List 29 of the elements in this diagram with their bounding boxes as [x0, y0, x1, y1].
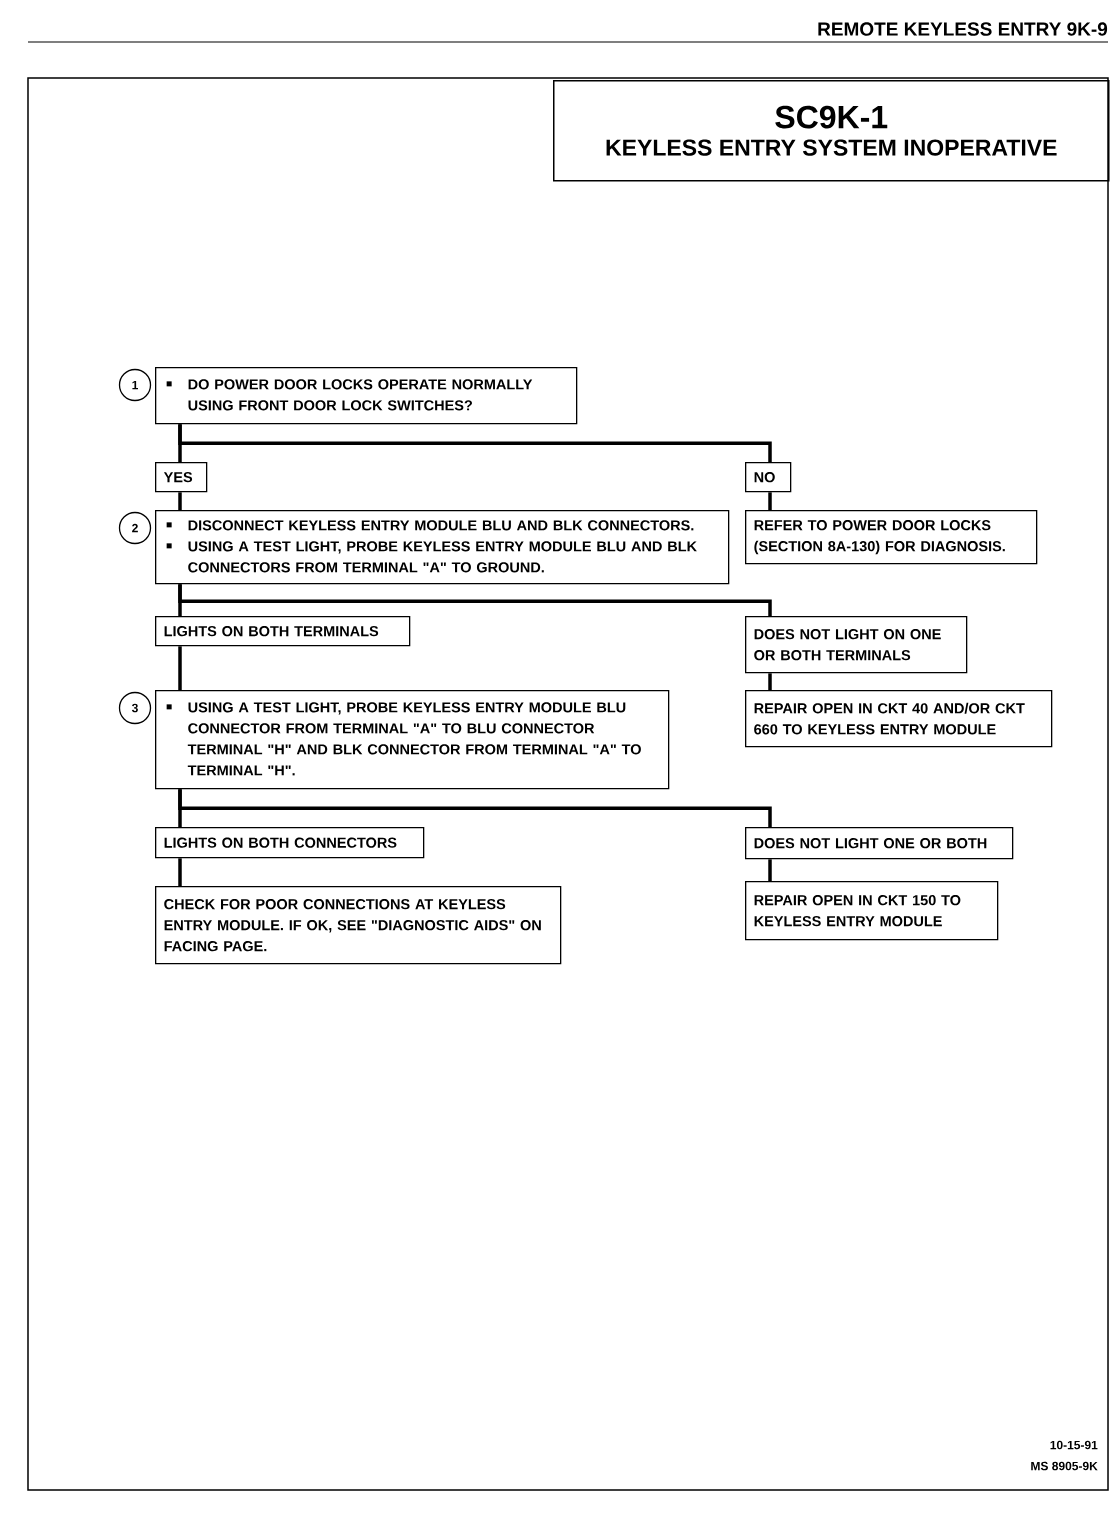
connector-line — [768, 673, 772, 690]
title-box: SC9K-1 KEYLESS ENTRY SYSTEM INOPERATIVE — [553, 80, 1110, 182]
test-box: USING A TEST LIGHT, PROBE KEYLESS ENTRY MODULE BLU CONNECTOR FROM TERMINAL "A" TO BLU CONNECTOR TERMINAL "H" AND BLK CONNECTOR FROM TERMINAL "A" TO TERMINAL "H". — [155, 690, 670, 790]
question-box: DO POWER DOOR LOCKS OPERATE NORMALLY USING FRONT DOOR LOCK SWITCHES? — [155, 367, 578, 425]
result-label: LIGHTS ON BOTH TERMINALS — [155, 616, 411, 647]
action-box: REPAIR OPEN IN CKT 150 TO KEYLESS ENTRY MODULE — [745, 881, 999, 941]
connector-line — [768, 859, 772, 881]
connector-line — [178, 789, 772, 827]
result-label: LIGHTS ON BOTH CONNECTORS — [155, 827, 425, 859]
callout-number: 3 — [118, 691, 152, 725]
result-label: DOES NOT LIGHT ON ONE OR BOTH TERMINALS — [745, 616, 968, 674]
connector-line — [178, 424, 772, 462]
result-label: DOES NOT LIGHT ONE OR BOTH — [745, 827, 1014, 860]
answer-label: YES — [155, 462, 208, 493]
test-box: DISCONNECT KEYLESS ENTRY MODULE BLU AND BLK CONNECTORS. USING A TEST LIGHT, PROBE KEYLESS ENTRY MODULE BLU AND BLK CONNECTORS FROM TERMINAL "A" TO GROUND. — [155, 510, 730, 585]
answer-label: NO — [745, 462, 792, 493]
connector-line — [768, 492, 772, 510]
action-box: REPAIR OPEN IN CKT 40 AND/OR CKT 660 TO KEYLESS ENTRY MODULE — [745, 690, 1053, 748]
connector-line — [178, 584, 772, 616]
connector-line — [178, 858, 182, 886]
action-box: REFER TO POWER DOOR LOCKS (SECTION 8A-130) FOR DIAGNOSIS. — [745, 510, 1038, 565]
header-text: REMOTE KEYLESS ENTRY 9K-9 — [818, 22, 1108, 36]
connector-line — [178, 646, 182, 690]
callout-number: 2 — [118, 511, 152, 545]
callout-number: 1 — [118, 368, 152, 402]
date-text: 10-15-91 — [1050, 1440, 1098, 1450]
connector-line — [178, 492, 182, 510]
action-box: CHECK FOR POOR CONNECTIONS AT KEYLESS ENTRY MODULE. IF OK, SEE "DIAGNOSTIC AIDS" ON FACING PAGE. — [155, 886, 562, 965]
figure-number: MS 8905-9K — [1031, 1461, 1098, 1471]
